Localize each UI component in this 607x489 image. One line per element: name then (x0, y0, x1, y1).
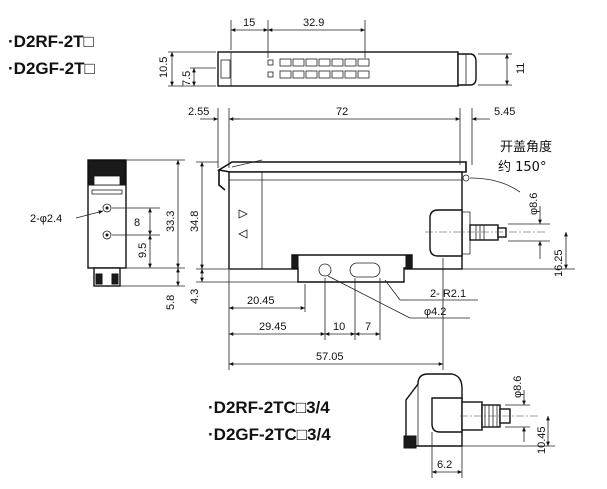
dim-phi-8-6: φ8.6 (528, 193, 540, 215)
dim-2-r2-1: 2- R2.1 (430, 288, 466, 300)
dim-7: 7 (365, 321, 371, 333)
dim-2-phi-2-4: 2-φ2.4 (30, 213, 62, 225)
dim-34-8: 34.8 (189, 211, 201, 232)
dim-7-5: 7.5 (181, 71, 193, 86)
model-label-d2rf-2tc: ·D2RF-2TC□3/4 (208, 398, 330, 417)
top-view: 15 32.9 10.5 7.5 11 (158, 17, 527, 87)
front-view-base (291, 254, 413, 283)
dim-11: 11 (515, 63, 527, 74)
dim-10-45: 10.45 (536, 426, 548, 454)
dim-4-3: 4.3 (189, 289, 201, 304)
dim-phi-4-2: φ4.2 (424, 306, 446, 318)
connector-detail-view: φ8.6 10.45 6.2 (403, 373, 555, 478)
dim-16-25: 16.25 (553, 249, 565, 277)
dim-8: 8 (134, 217, 140, 229)
note-lid-angle-line1: 开盖角度 (500, 139, 552, 155)
dim-10: 10 (333, 321, 345, 333)
model-label-d2rf-2t: ·D2RF-2T□ (8, 32, 94, 51)
dim-33-3: 33.3 (165, 211, 177, 232)
dim-9-5: 9.5 (137, 243, 149, 258)
dim-5-45: 5.45 (494, 106, 515, 118)
front-view: 72 2.55 5.45 34.8 4.3 (188, 106, 575, 370)
front-view-body (228, 171, 463, 270)
note-lid-angle-line2: 约 150° (498, 160, 546, 175)
top-view-body (217, 51, 459, 87)
dim-2-55: 2.55 (188, 106, 209, 118)
dim-10-5: 10.5 (158, 57, 170, 78)
dim-57-05: 57.05 (316, 351, 344, 363)
dim-6-2: 6.2 (437, 459, 452, 471)
dim-connector-phi-8-6: φ8.6 (512, 376, 524, 398)
dim-72: 72 (336, 106, 348, 118)
dim-20-45: 20.45 (247, 295, 275, 307)
dim-32-9: 32.9 (303, 17, 324, 29)
dim-29-45: 29.45 (259, 321, 287, 333)
dim-15: 15 (243, 17, 255, 29)
top-view-display (267, 58, 370, 79)
dim-5-8: 5.8 (165, 295, 177, 310)
model-label-d2gf-2t: ·D2GF-2T□ (8, 59, 95, 78)
end-view: 2-φ2.4 8 9.5 33.3 5.8 (30, 159, 185, 310)
model-label-d2gf-2tc: ·D2GF-2TC□3/4 (208, 425, 331, 444)
